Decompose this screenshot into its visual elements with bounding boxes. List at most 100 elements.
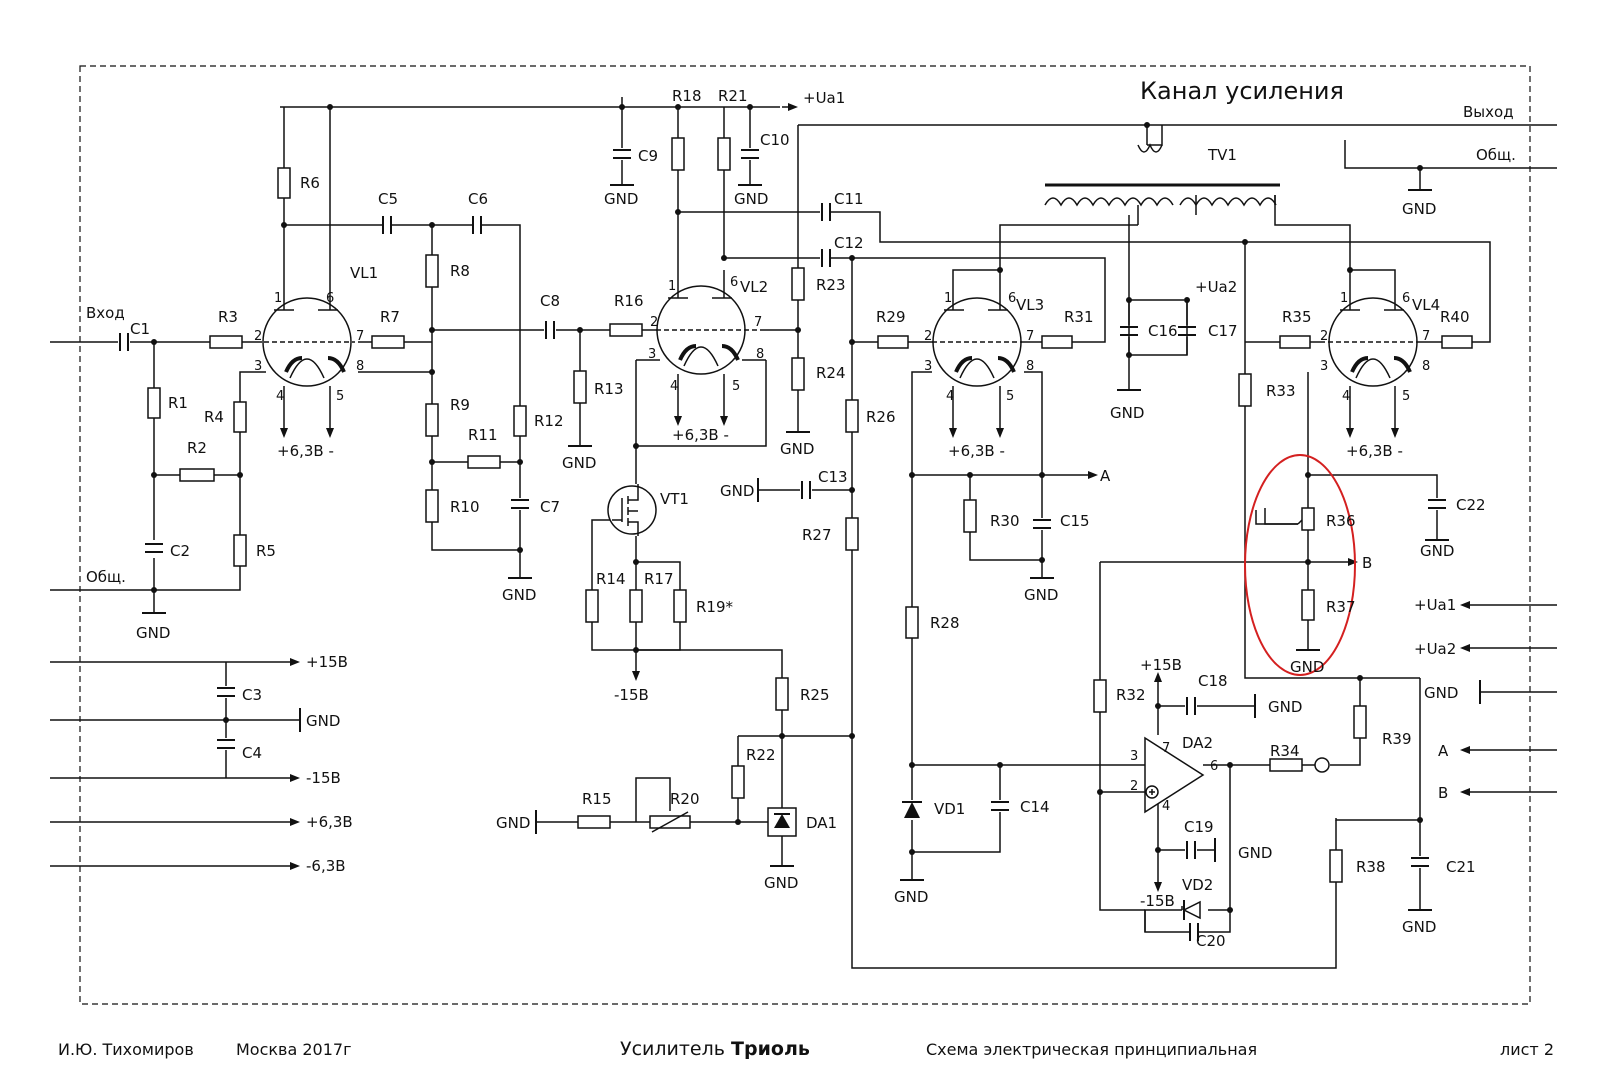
- svg-text:2: 2: [254, 329, 262, 344]
- svg-text:6: 6: [1210, 759, 1218, 774]
- resistor-r37: [1301, 589, 1315, 621]
- svg-text:2: 2: [1320, 329, 1328, 344]
- label-obsh-in: Общ.: [86, 568, 126, 586]
- svg-text:GND: GND: [1402, 918, 1436, 936]
- transformer-tv1: [1044, 125, 1280, 207]
- label-a-out: A: [1100, 467, 1111, 485]
- svg-text:GND: GND: [894, 888, 928, 906]
- svg-text:GND: GND: [780, 440, 814, 458]
- label-r28: R28: [930, 614, 960, 632]
- svg-text:GND: GND: [1402, 200, 1436, 218]
- capacitor-c16: [1120, 326, 1138, 336]
- label-r21: R21: [718, 87, 748, 105]
- junction-dots: [151, 104, 1423, 913]
- resistor-r7: [371, 335, 405, 349]
- resistor-r24: [791, 357, 805, 391]
- svg-text:4: 4: [670, 379, 678, 394]
- svg-text:GND: GND: [764, 874, 798, 892]
- svg-text:1: 1: [274, 291, 282, 306]
- svg-text:1: 1: [668, 279, 676, 294]
- resistor-r18: [671, 137, 685, 171]
- label-c1: C1: [130, 320, 150, 338]
- diodes: [767, 801, 1201, 920]
- label-ua2: +Ua2: [1195, 278, 1237, 296]
- resistor-r26: [845, 399, 859, 433]
- svg-text:3: 3: [1320, 359, 1328, 374]
- resistor-r12: [513, 405, 527, 437]
- resistor-r38: [1329, 849, 1343, 883]
- capacitor-c4: [217, 739, 235, 749]
- resistor-r11: [467, 455, 501, 469]
- label-r18: R18: [672, 87, 702, 105]
- capacitor-c20: [1189, 923, 1199, 941]
- svg-text:GND: GND: [496, 814, 530, 832]
- label-r23: R23: [816, 276, 846, 294]
- label-r7: R7: [380, 308, 400, 326]
- svg-text:5: 5: [732, 379, 740, 394]
- resistor-r22: [731, 765, 745, 799]
- label-r3: R3: [218, 308, 238, 326]
- label-r8: R8: [450, 262, 470, 280]
- capacitor-c19: [1186, 841, 1196, 859]
- label-r25: R25: [800, 686, 830, 704]
- label-c14: C14: [1020, 798, 1050, 816]
- svg-text:4: 4: [276, 389, 284, 404]
- svg-text:+6,3В: +6,3В: [306, 813, 353, 831]
- resistor-r23: [791, 267, 805, 301]
- resistors: [147, 137, 1473, 883]
- svg-text:6: 6: [1008, 291, 1016, 306]
- capacitor-c3: [217, 687, 235, 697]
- svg-text:3: 3: [648, 347, 656, 362]
- label-c16: C16: [1148, 322, 1178, 340]
- label-da2: DA2: [1182, 734, 1213, 752]
- regulator-da1: [767, 807, 797, 837]
- label-obsh-out: Общ.: [1476, 146, 1516, 164]
- svg-text:GND: GND: [1420, 542, 1454, 560]
- footer-amp-prefix: Усилитель: [620, 1038, 732, 1060]
- schematic-diagram: Канал усиления: [50, 65, 1557, 1005]
- svg-text:GND: GND: [734, 190, 768, 208]
- capacitors: [119, 149, 1446, 941]
- label-da1: DA1: [806, 814, 837, 832]
- resistor-r16: [609, 323, 643, 337]
- svg-text:2: 2: [924, 329, 932, 344]
- label-fil2: +6,3В -: [672, 426, 729, 444]
- resistor-r21: [717, 137, 731, 171]
- svg-text:2: 2: [1130, 779, 1138, 794]
- resistor-r31: [1041, 335, 1073, 349]
- capacitor-c13: [801, 481, 811, 499]
- label-r17: R17: [644, 570, 674, 588]
- resistor-r27: [845, 517, 859, 551]
- svg-text:8: 8: [1422, 359, 1430, 374]
- label-tv1: TV1: [1207, 146, 1237, 164]
- svg-text:GND: GND: [562, 454, 596, 472]
- label-c17: C17: [1208, 322, 1238, 340]
- resistor-r35: [1279, 335, 1311, 349]
- label-r31: R31: [1064, 308, 1094, 326]
- label-fil1: +6,3В -: [277, 442, 334, 460]
- resistor-r8: [425, 254, 439, 288]
- label-r11: R11: [468, 426, 498, 444]
- svg-text:+Ua2: +Ua2: [1414, 640, 1456, 658]
- svg-text:3: 3: [1130, 749, 1138, 764]
- svg-text:GND: GND: [1424, 684, 1458, 702]
- capacitor-c14: [991, 801, 1009, 811]
- label-c5: C5: [378, 190, 398, 208]
- svg-text:-6,3В: -6,3В: [306, 857, 346, 875]
- label-c19: C19: [1184, 818, 1214, 836]
- svg-text:7: 7: [1026, 329, 1034, 344]
- svg-text:GND: GND: [306, 712, 340, 730]
- gnd-labels: GND GND GND GND GND GND GND GND GND GND GND GN…: [136, 190, 1454, 936]
- diode-vd1: [902, 801, 922, 818]
- resistor-r4: [233, 401, 247, 433]
- label-vl1: VL1: [350, 264, 378, 282]
- sheet-title: Канал усиления: [1140, 77, 1344, 105]
- svg-text:GND: GND: [604, 190, 638, 208]
- capacitor-c1: [119, 333, 129, 351]
- resistor-r25: [775, 677, 789, 711]
- label-r15: R15: [582, 790, 612, 808]
- svg-text:GND: GND: [720, 482, 754, 500]
- ground-symbols: [142, 184, 1481, 911]
- label-r32: R32: [1116, 686, 1146, 704]
